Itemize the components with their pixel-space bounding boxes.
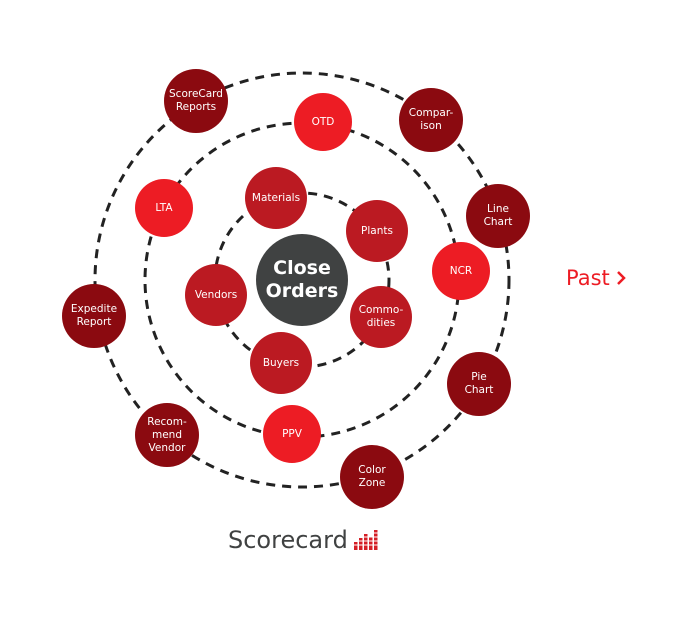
node-vendors[interactable]: Vendors (185, 264, 247, 326)
node-plants[interactable]: Plants (346, 200, 408, 262)
close-orders-node[interactable]: Close Orders (256, 234, 348, 326)
node-materials[interactable]: Materials (245, 167, 307, 229)
bar-chart-icon (353, 530, 378, 550)
scorecard-brand: Scorecard (228, 526, 378, 554)
node-pie-chart[interactable]: Pie Chart (447, 352, 511, 416)
node-ncr[interactable]: NCR (432, 242, 490, 300)
outer-ring (93, 71, 511, 489)
past-link[interactable]: Past (566, 266, 626, 290)
node-otd[interactable]: OTD (294, 93, 352, 151)
node-buyers[interactable]: Buyers (250, 332, 312, 394)
node-scorecard-reports[interactable]: ScoreCard Reports (164, 69, 228, 133)
past-label: Past (566, 266, 610, 290)
node-color-zone[interactable]: Color Zone (340, 445, 404, 509)
node-commodities[interactable]: Commo- dities (350, 286, 412, 348)
node-expedite-report[interactable]: Expedite Report (62, 284, 126, 348)
node-comparison[interactable]: Compar- ison (399, 88, 463, 152)
node-ppv[interactable]: PPV (263, 405, 321, 463)
node-lta[interactable]: LTA (135, 179, 193, 237)
chevron-right-icon (616, 271, 626, 285)
brand-label: Scorecard (228, 526, 348, 554)
node-recommend-vendor[interactable]: Recom- mend Vendor (135, 403, 199, 467)
node-line-chart[interactable]: Line Chart (466, 184, 530, 248)
